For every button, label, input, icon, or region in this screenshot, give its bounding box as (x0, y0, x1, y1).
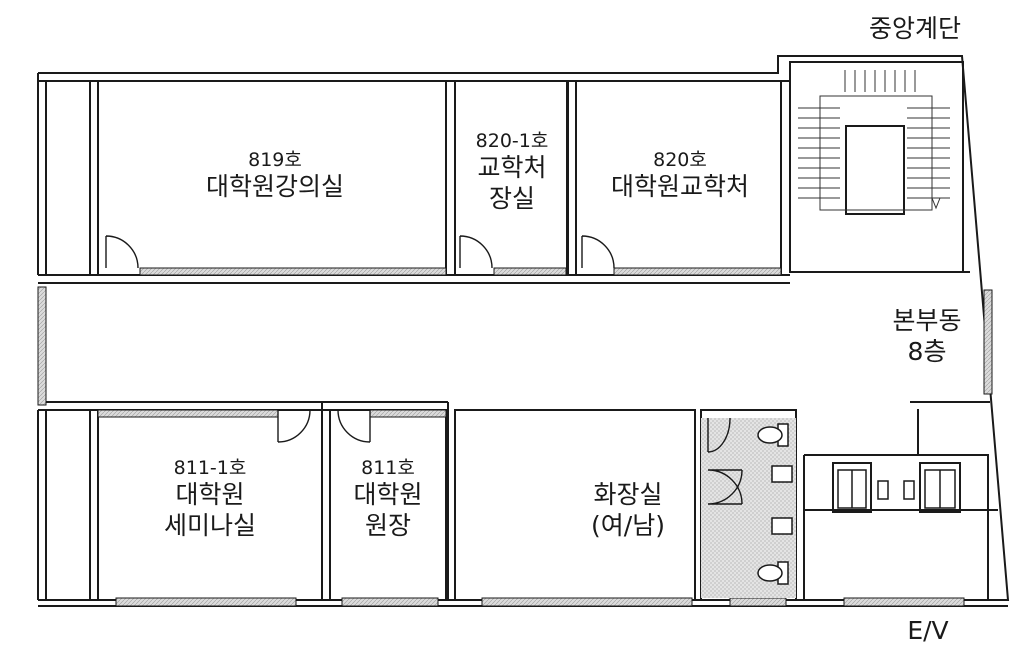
elevator-label: E/V (907, 616, 949, 645)
room-820-label: 820호 대학원교학처 (592, 149, 768, 203)
left-wall-lower (37, 410, 47, 600)
ev-box-1 (832, 462, 872, 513)
room-820-1-number: 820-1호 (475, 130, 549, 152)
elevator-doors (837, 469, 956, 509)
room-820-name: 대학원교학처 (610, 172, 749, 202)
room-819-number: 819호 (248, 149, 302, 171)
room-811-label: 811호 대학원 원장 (334, 457, 442, 541)
room-811-name-line2: 원장 (364, 510, 411, 540)
room-811-1-number: 811-1호 (173, 457, 247, 479)
restroom-fixtures (757, 423, 793, 585)
restroom-name: 화장실 (593, 480, 663, 509)
ev-box-2 (919, 462, 961, 513)
room-820-1-name-line2: 장실 (488, 183, 535, 213)
windows (37, 267, 993, 607)
outer-wall (38, 55, 1010, 601)
restroom-label: 화장실 (여/남) (560, 480, 696, 541)
stair-core (789, 61, 964, 273)
room-819-label: 819호 대학원강의실 (190, 149, 360, 203)
stair-steps (798, 70, 950, 215)
room-811-name: 대학원 (353, 480, 423, 510)
room-811-1-name: 대학원 (175, 480, 245, 510)
room-819-name: 대학원강의실 (205, 172, 344, 202)
left-wall (37, 73, 47, 275)
building-floor-label: 본부동 8층 (872, 306, 982, 367)
outer-wall-inner (38, 61, 955, 82)
room-811-number: 811호 (361, 457, 415, 479)
room-820-1-name: 교학처 (477, 153, 547, 183)
restroom-gender: (여/남) (591, 510, 665, 540)
room-820-number: 820호 (653, 149, 707, 171)
room-811-1-name-line2: 세미나실 (163, 510, 256, 540)
corridor-top (38, 274, 790, 284)
room-820-1-label: 820-1호 교학처 장실 (460, 130, 564, 214)
building-name: 본부동 (892, 306, 962, 335)
room-811-1-label: 811-1호 대학원 세미나실 (130, 457, 290, 541)
floor-number: 8층 (907, 336, 947, 366)
corridor-bottom (38, 401, 448, 411)
central-stairs-label: 중앙계단 (868, 14, 961, 43)
door-swings (105, 235, 743, 505)
